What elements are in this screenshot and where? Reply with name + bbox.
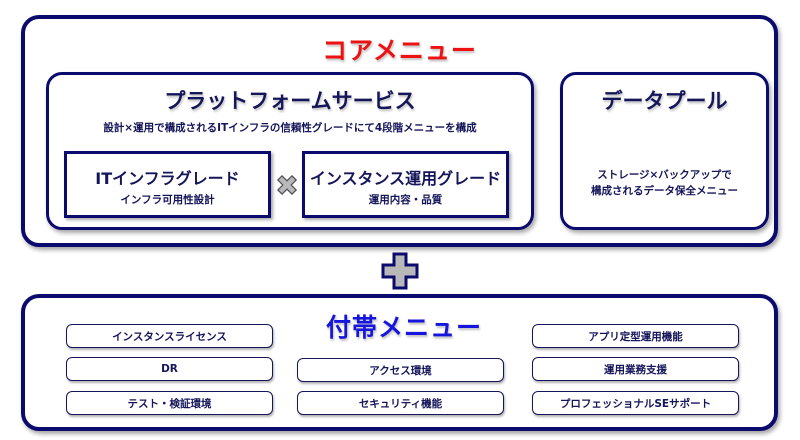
instance-ops-grade-title: インスタンス運用グレード bbox=[309, 169, 502, 188]
it-infra-grade-box: ITインフラグレード インフラ可用性設計 bbox=[64, 151, 271, 218]
instance-ops-grade-box: インスタンス運用グレード 運用内容・品質 bbox=[302, 151, 509, 218]
data-pool-description-line2: 構成されるデータ保全メニュー bbox=[591, 185, 738, 197]
menu-item-access-env: アクセス環境 bbox=[297, 358, 504, 382]
menu-item-test-env: テスト・検証環境 bbox=[66, 391, 273, 415]
platform-service-description: 設計×運用で構成されるITインフラの信頼性グレードにて4段階メニューを構成 bbox=[103, 122, 477, 134]
core-menu-title: コアメニュー bbox=[322, 36, 477, 65]
it-infra-grade-subtitle: インフラ可用性設計 bbox=[120, 194, 215, 206]
data-pool-panel: データプール ストレージ×バックアップで 構成されるデータ保全メニュー bbox=[560, 72, 769, 230]
optional-menu-title: 付帯メニュー bbox=[325, 313, 482, 342]
platform-service-panel: プラットフォームサービス 設計×運用で構成されるITインフラの信頼性グレードにて… bbox=[46, 72, 534, 230]
times-icon bbox=[276, 174, 298, 196]
platform-service-title: プラットフォームサービス bbox=[164, 89, 416, 113]
plus-icon bbox=[381, 252, 419, 290]
menu-item-dr: DR bbox=[66, 357, 273, 381]
data-pool-description-line1: ストレージ×バックアップで bbox=[597, 169, 732, 181]
menu-item-instance-license: インスタンスライセンス bbox=[66, 324, 273, 348]
menu-item-app-ops: アプリ定型運用機能 bbox=[532, 324, 739, 348]
data-pool-title: データプール bbox=[601, 89, 728, 113]
it-infra-grade-title: ITインフラグレード bbox=[95, 169, 240, 188]
menu-item-professional-se: プロフェッショナルSEサポート bbox=[532, 391, 739, 415]
menu-item-ops-support: 運用業務支援 bbox=[532, 357, 739, 381]
menu-item-security: セキュリティ機能 bbox=[297, 391, 504, 415]
core-menu-panel: コアメニュー プラットフォームサービス 設計×運用で構成されるITインフラの信頼… bbox=[21, 15, 778, 247]
instance-ops-grade-subtitle: 運用内容・品質 bbox=[368, 194, 443, 206]
